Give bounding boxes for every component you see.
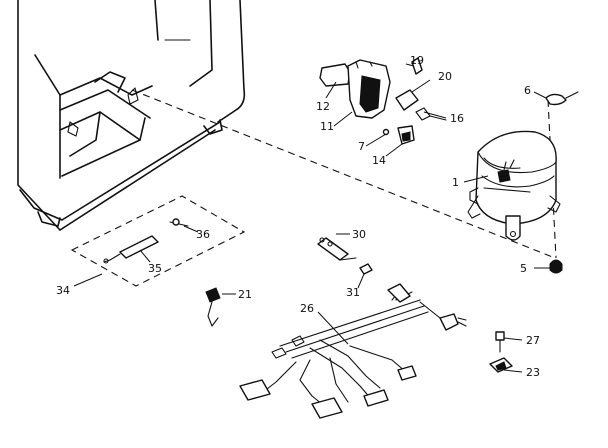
callout-36: 36 bbox=[196, 228, 210, 241]
relay-assembly bbox=[319, 57, 447, 145]
callout-30: 30 bbox=[352, 228, 366, 241]
callout-14: 14 bbox=[372, 154, 386, 167]
parts-27-23 bbox=[489, 331, 513, 373]
callout-31: 31 bbox=[346, 286, 360, 299]
callout-34: 34 bbox=[56, 284, 70, 297]
callout-6: 6 bbox=[524, 84, 531, 97]
capacitor-kit bbox=[70, 195, 246, 287]
callout-1: 1 bbox=[452, 176, 459, 189]
callout-27: 27 bbox=[526, 334, 540, 347]
callout-20: 20 bbox=[438, 70, 452, 83]
part-5 bbox=[549, 259, 563, 274]
callout-21: 21 bbox=[238, 288, 252, 301]
callout-11: 11 bbox=[320, 120, 334, 133]
wiring-harness bbox=[239, 283, 467, 419]
callout-7: 7 bbox=[358, 140, 365, 153]
part-6 bbox=[545, 91, 579, 106]
callout-23: 23 bbox=[526, 366, 540, 379]
callout-35: 35 bbox=[148, 262, 162, 275]
dashed-alignment-line bbox=[131, 89, 557, 259]
part-21 bbox=[205, 287, 221, 327]
callout-26: 26 bbox=[300, 302, 314, 315]
callout-19: 19 bbox=[410, 54, 424, 67]
callout-labels: 1 5 6 7 11 12 14 16 19 20 21 23 26 27 30… bbox=[56, 54, 540, 379]
callout-16: 16 bbox=[450, 112, 464, 125]
parts-30-31 bbox=[317, 237, 373, 275]
cabinet-outline bbox=[17, 0, 246, 231]
compressor bbox=[467, 130, 561, 241]
callout-leaders bbox=[73, 63, 550, 373]
callout-12: 12 bbox=[316, 100, 330, 113]
callout-5: 5 bbox=[520, 262, 527, 275]
